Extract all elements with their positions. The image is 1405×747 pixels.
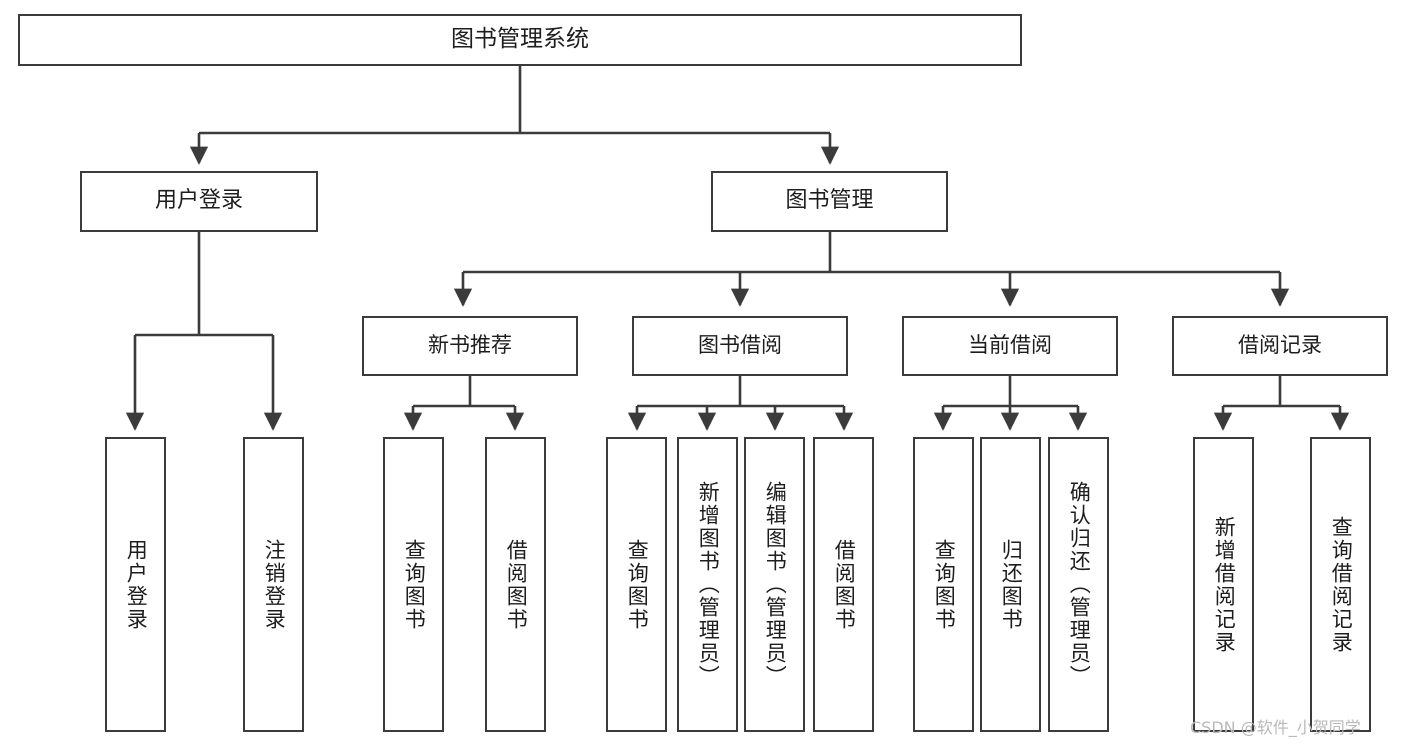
leaf-current-borrow-3[interactable]: 确认归还（管理员） <box>1048 437 1109 732</box>
leaf-new-book-2[interactable]: 借阅图书 <box>485 437 546 732</box>
leaf-book-borrow-4-label: 借阅图书 <box>832 538 857 631</box>
leaf-current-borrow-2[interactable]: 归还图书 <box>980 437 1041 732</box>
node-book-borrow-label: 图书借阅 <box>698 333 782 358</box>
leaf-borrow-record-2[interactable]: 查询借阅记录 <box>1310 437 1371 732</box>
leaf-book-borrow-1[interactable]: 查询图书 <box>606 437 667 732</box>
leaf-user-login-1-label: 用户登录 <box>124 538 149 631</box>
leaf-current-borrow-1-label: 查询图书 <box>932 538 957 631</box>
leaf-user-login-1[interactable]: 用户登录 <box>105 437 166 732</box>
leaf-book-borrow-4[interactable]: 借阅图书 <box>813 437 874 732</box>
leaf-new-book-1[interactable]: 查询图书 <box>383 437 444 732</box>
leaf-book-borrow-2[interactable]: 新增图书（管理员） <box>677 437 738 732</box>
leaf-current-borrow-2-label: 归还图书 <box>999 538 1024 631</box>
leaf-new-book-2-label: 借阅图书 <box>504 538 529 631</box>
node-book-borrow[interactable]: 图书借阅 <box>632 316 848 376</box>
leaf-borrow-record-2-label: 查询借阅记录 <box>1329 515 1354 654</box>
node-root[interactable]: 图书管理系统 <box>18 14 1022 66</box>
leaf-user-login-2-label: 注销登录 <box>262 538 287 631</box>
leaf-book-borrow-2-label: 新增图书（管理员） <box>696 481 721 688</box>
node-user-login[interactable]: 用户登录 <box>80 171 318 232</box>
node-book-manage[interactable]: 图书管理 <box>711 171 948 232</box>
leaf-book-borrow-1-label: 查询图书 <box>625 538 650 631</box>
node-current-borrow[interactable]: 当前借阅 <box>902 316 1118 376</box>
leaf-book-borrow-3[interactable]: 编辑图书（管理员） <box>744 437 805 732</box>
node-current-borrow-label: 当前借阅 <box>968 333 1052 358</box>
node-borrow-record-label: 借阅记录 <box>1238 333 1322 358</box>
leaf-current-borrow-1[interactable]: 查询图书 <box>913 437 974 732</box>
node-new-book[interactable]: 新书推荐 <box>362 316 578 376</box>
csdn-watermark: CSDN @软件_小贺同学 <box>1190 718 1361 737</box>
node-root-label: 图书管理系统 <box>451 26 589 53</box>
node-new-book-label: 新书推荐 <box>428 333 512 358</box>
node-user-login-label: 用户登录 <box>154 188 243 214</box>
leaf-book-borrow-3-label: 编辑图书（管理员） <box>763 481 788 688</box>
node-borrow-record[interactable]: 借阅记录 <box>1172 316 1388 376</box>
leaf-new-book-1-label: 查询图书 <box>402 538 427 631</box>
leaf-user-login-2[interactable]: 注销登录 <box>243 437 304 732</box>
node-book-manage-label: 图书管理 <box>785 188 874 214</box>
leaf-current-borrow-3-label: 确认归还（管理员） <box>1067 481 1092 688</box>
leaf-borrow-record-1-label: 新增借阅记录 <box>1212 515 1237 654</box>
leaf-borrow-record-1[interactable]: 新增借阅记录 <box>1193 437 1254 732</box>
